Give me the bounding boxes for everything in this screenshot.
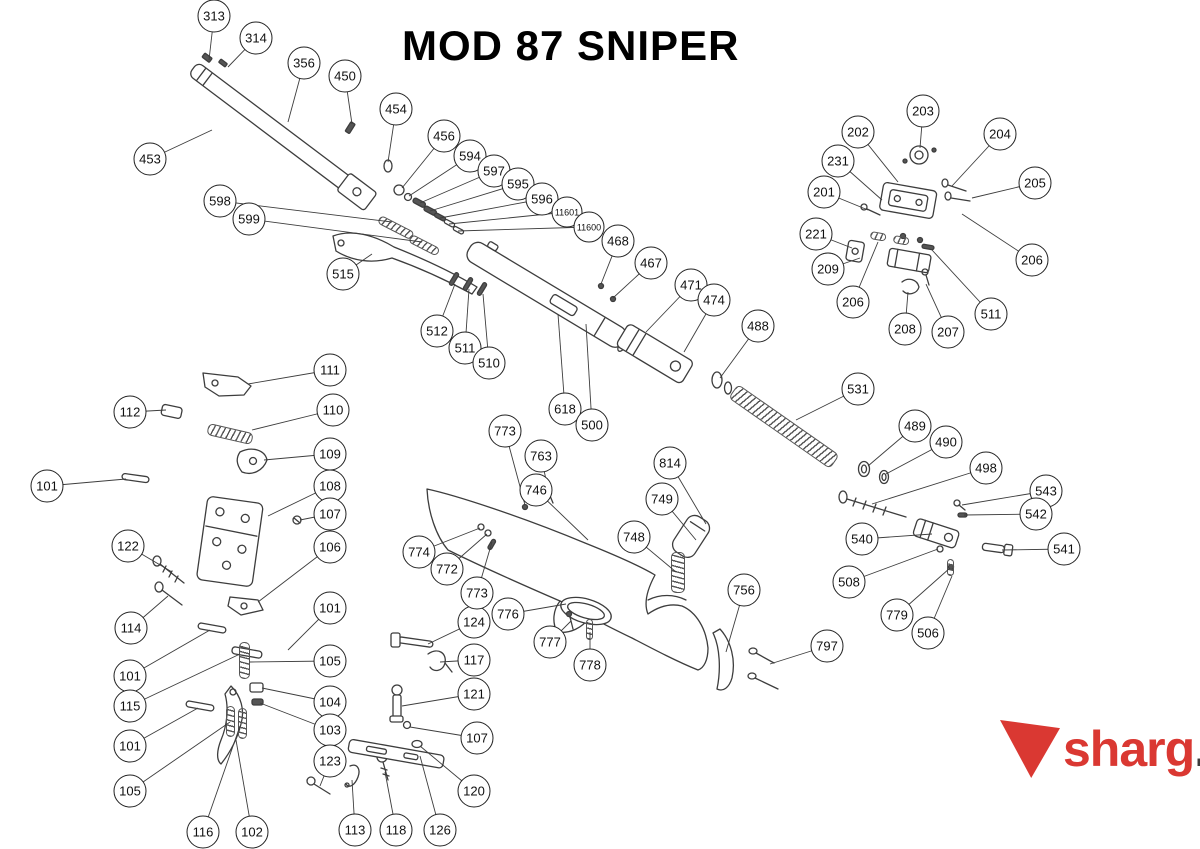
part-callout-598[interactable]: 598 xyxy=(203,184,237,218)
part-callout-115[interactable]: 115 xyxy=(113,689,147,723)
part-callout-467[interactable]: 467 xyxy=(634,246,668,280)
part-callout-109[interactable]: 109 xyxy=(313,437,347,471)
part-callout-618[interactable]: 618 xyxy=(548,392,582,426)
part-callout-118[interactable]: 118 xyxy=(379,813,413,847)
part-callout-206[interactable]: 206 xyxy=(836,285,870,319)
part-callout-202[interactable]: 202 xyxy=(841,115,875,149)
part-callout-510[interactable]: 510 xyxy=(472,346,506,380)
part-callout-101[interactable]: 101 xyxy=(113,659,147,693)
part-callout-102[interactable]: 102 xyxy=(235,815,269,849)
part-callout-110[interactable]: 110 xyxy=(316,393,350,427)
part-callout-454[interactable]: 454 xyxy=(379,92,413,126)
part-callout-596[interactable]: 596 xyxy=(525,182,559,216)
part-callout-103[interactable]: 103 xyxy=(313,713,347,747)
part-callout-112[interactable]: 112 xyxy=(113,395,147,429)
part-callout-231[interactable]: 231 xyxy=(821,144,855,178)
part-callout-123[interactable]: 123 xyxy=(313,744,347,778)
coil-spring xyxy=(947,559,954,576)
part-callout-779[interactable]: 779 xyxy=(880,598,914,632)
part-callout-515[interactable]: 515 xyxy=(326,257,360,291)
part-callout-107[interactable]: 107 xyxy=(460,721,494,755)
coil-spring xyxy=(671,552,685,593)
part-callout-773[interactable]: 773 xyxy=(460,576,494,610)
part-callout-749[interactable]: 749 xyxy=(645,482,679,516)
part-callout-488[interactable]: 488 xyxy=(741,309,775,343)
part-callout-11600[interactable]: 11600 xyxy=(573,211,605,243)
part-callout-599[interactable]: 599 xyxy=(232,202,266,236)
part-callout-508[interactable]: 508 xyxy=(832,565,866,599)
part-callout-107[interactable]: 107 xyxy=(313,497,347,531)
sharg-logo[interactable]: sharg .pl xyxy=(1000,720,1200,778)
coil-spring xyxy=(239,642,250,679)
part-callout-773[interactable]: 773 xyxy=(488,414,522,448)
part-callout-105[interactable]: 105 xyxy=(313,644,347,678)
logo-tld-text: .pl xyxy=(1194,724,1200,774)
part-callout-450[interactable]: 450 xyxy=(328,59,362,93)
part-callout-203[interactable]: 203 xyxy=(906,94,940,128)
part-callout-120[interactable]: 120 xyxy=(457,774,491,808)
part-callout-124[interactable]: 124 xyxy=(457,605,491,639)
part-callout-204[interactable]: 204 xyxy=(983,117,1017,151)
part-callout-106[interactable]: 106 xyxy=(313,530,347,564)
part-callout-101[interactable]: 101 xyxy=(113,729,147,763)
part-callout-314[interactable]: 314 xyxy=(239,21,273,55)
diagram-title: MOD 87 SNIPER xyxy=(402,22,740,69)
part-callout-121[interactable]: 121 xyxy=(457,677,491,711)
part-callout-772[interactable]: 772 xyxy=(430,552,464,586)
part-callout-512[interactable]: 512 xyxy=(420,314,454,348)
part-callout-542[interactable]: 542 xyxy=(1019,497,1053,531)
part-callout-500[interactable]: 500 xyxy=(575,408,609,442)
coil-spring xyxy=(226,706,235,737)
part-callout-356[interactable]: 356 xyxy=(287,46,321,80)
part-callout-468[interactable]: 468 xyxy=(601,224,635,258)
part-callout-506[interactable]: 506 xyxy=(911,616,945,650)
part-callout-313[interactable]: 313 xyxy=(197,0,231,33)
part-callout-777[interactable]: 777 xyxy=(533,625,567,659)
part-callout-116[interactable]: 116 xyxy=(186,815,220,849)
part-callout-207[interactable]: 207 xyxy=(931,315,965,349)
coil-spring xyxy=(238,708,247,739)
part-callout-111[interactable]: 111 xyxy=(313,353,347,387)
part-callout-778[interactable]: 778 xyxy=(573,648,607,682)
part-callout-531[interactable]: 531 xyxy=(841,372,875,406)
part-callout-105[interactable]: 105 xyxy=(113,774,147,808)
part-callout-114[interactable]: 114 xyxy=(114,611,148,645)
part-callout-221[interactable]: 221 xyxy=(799,217,833,251)
part-callout-453[interactable]: 453 xyxy=(133,142,167,176)
part-callout-746[interactable]: 746 xyxy=(519,473,553,507)
part-callout-209[interactable]: 209 xyxy=(811,252,845,286)
part-callout-541[interactable]: 541 xyxy=(1047,532,1081,566)
part-callout-101[interactable]: 101 xyxy=(30,469,64,503)
part-callout-540[interactable]: 540 xyxy=(845,522,879,556)
part-callout-489[interactable]: 489 xyxy=(898,409,932,443)
part-callout-595[interactable]: 595 xyxy=(501,167,535,201)
part-callout-511[interactable]: 511 xyxy=(974,297,1008,331)
coil-spring xyxy=(586,619,593,640)
part-callout-797[interactable]: 797 xyxy=(810,629,844,663)
part-callout-774[interactable]: 774 xyxy=(402,535,436,569)
logo-triangle-icon xyxy=(1000,720,1060,778)
part-callout-776[interactable]: 776 xyxy=(491,597,525,631)
part-callout-474[interactable]: 474 xyxy=(697,283,731,317)
part-callout-498[interactable]: 498 xyxy=(969,451,1003,485)
part-callout-748[interactable]: 748 xyxy=(617,520,651,554)
part-callout-756[interactable]: 756 xyxy=(727,573,761,607)
part-callout-490[interactable]: 490 xyxy=(929,425,963,459)
part-callout-101[interactable]: 101 xyxy=(313,591,347,625)
part-callout-814[interactable]: 814 xyxy=(653,446,687,480)
part-callout-206[interactable]: 206 xyxy=(1015,243,1049,277)
part-callout-208[interactable]: 208 xyxy=(888,312,922,346)
part-callout-205[interactable]: 205 xyxy=(1018,166,1052,200)
part-callout-117[interactable]: 117 xyxy=(457,643,491,677)
part-callout-113[interactable]: 113 xyxy=(338,813,372,847)
logo-brand-text: sharg xyxy=(1063,721,1195,777)
part-callout-122[interactable]: 122 xyxy=(111,529,145,563)
part-callout-201[interactable]: 201 xyxy=(807,175,841,209)
part-callout-126[interactable]: 126 xyxy=(423,813,457,847)
part-callout-763[interactable]: 763 xyxy=(524,439,558,473)
